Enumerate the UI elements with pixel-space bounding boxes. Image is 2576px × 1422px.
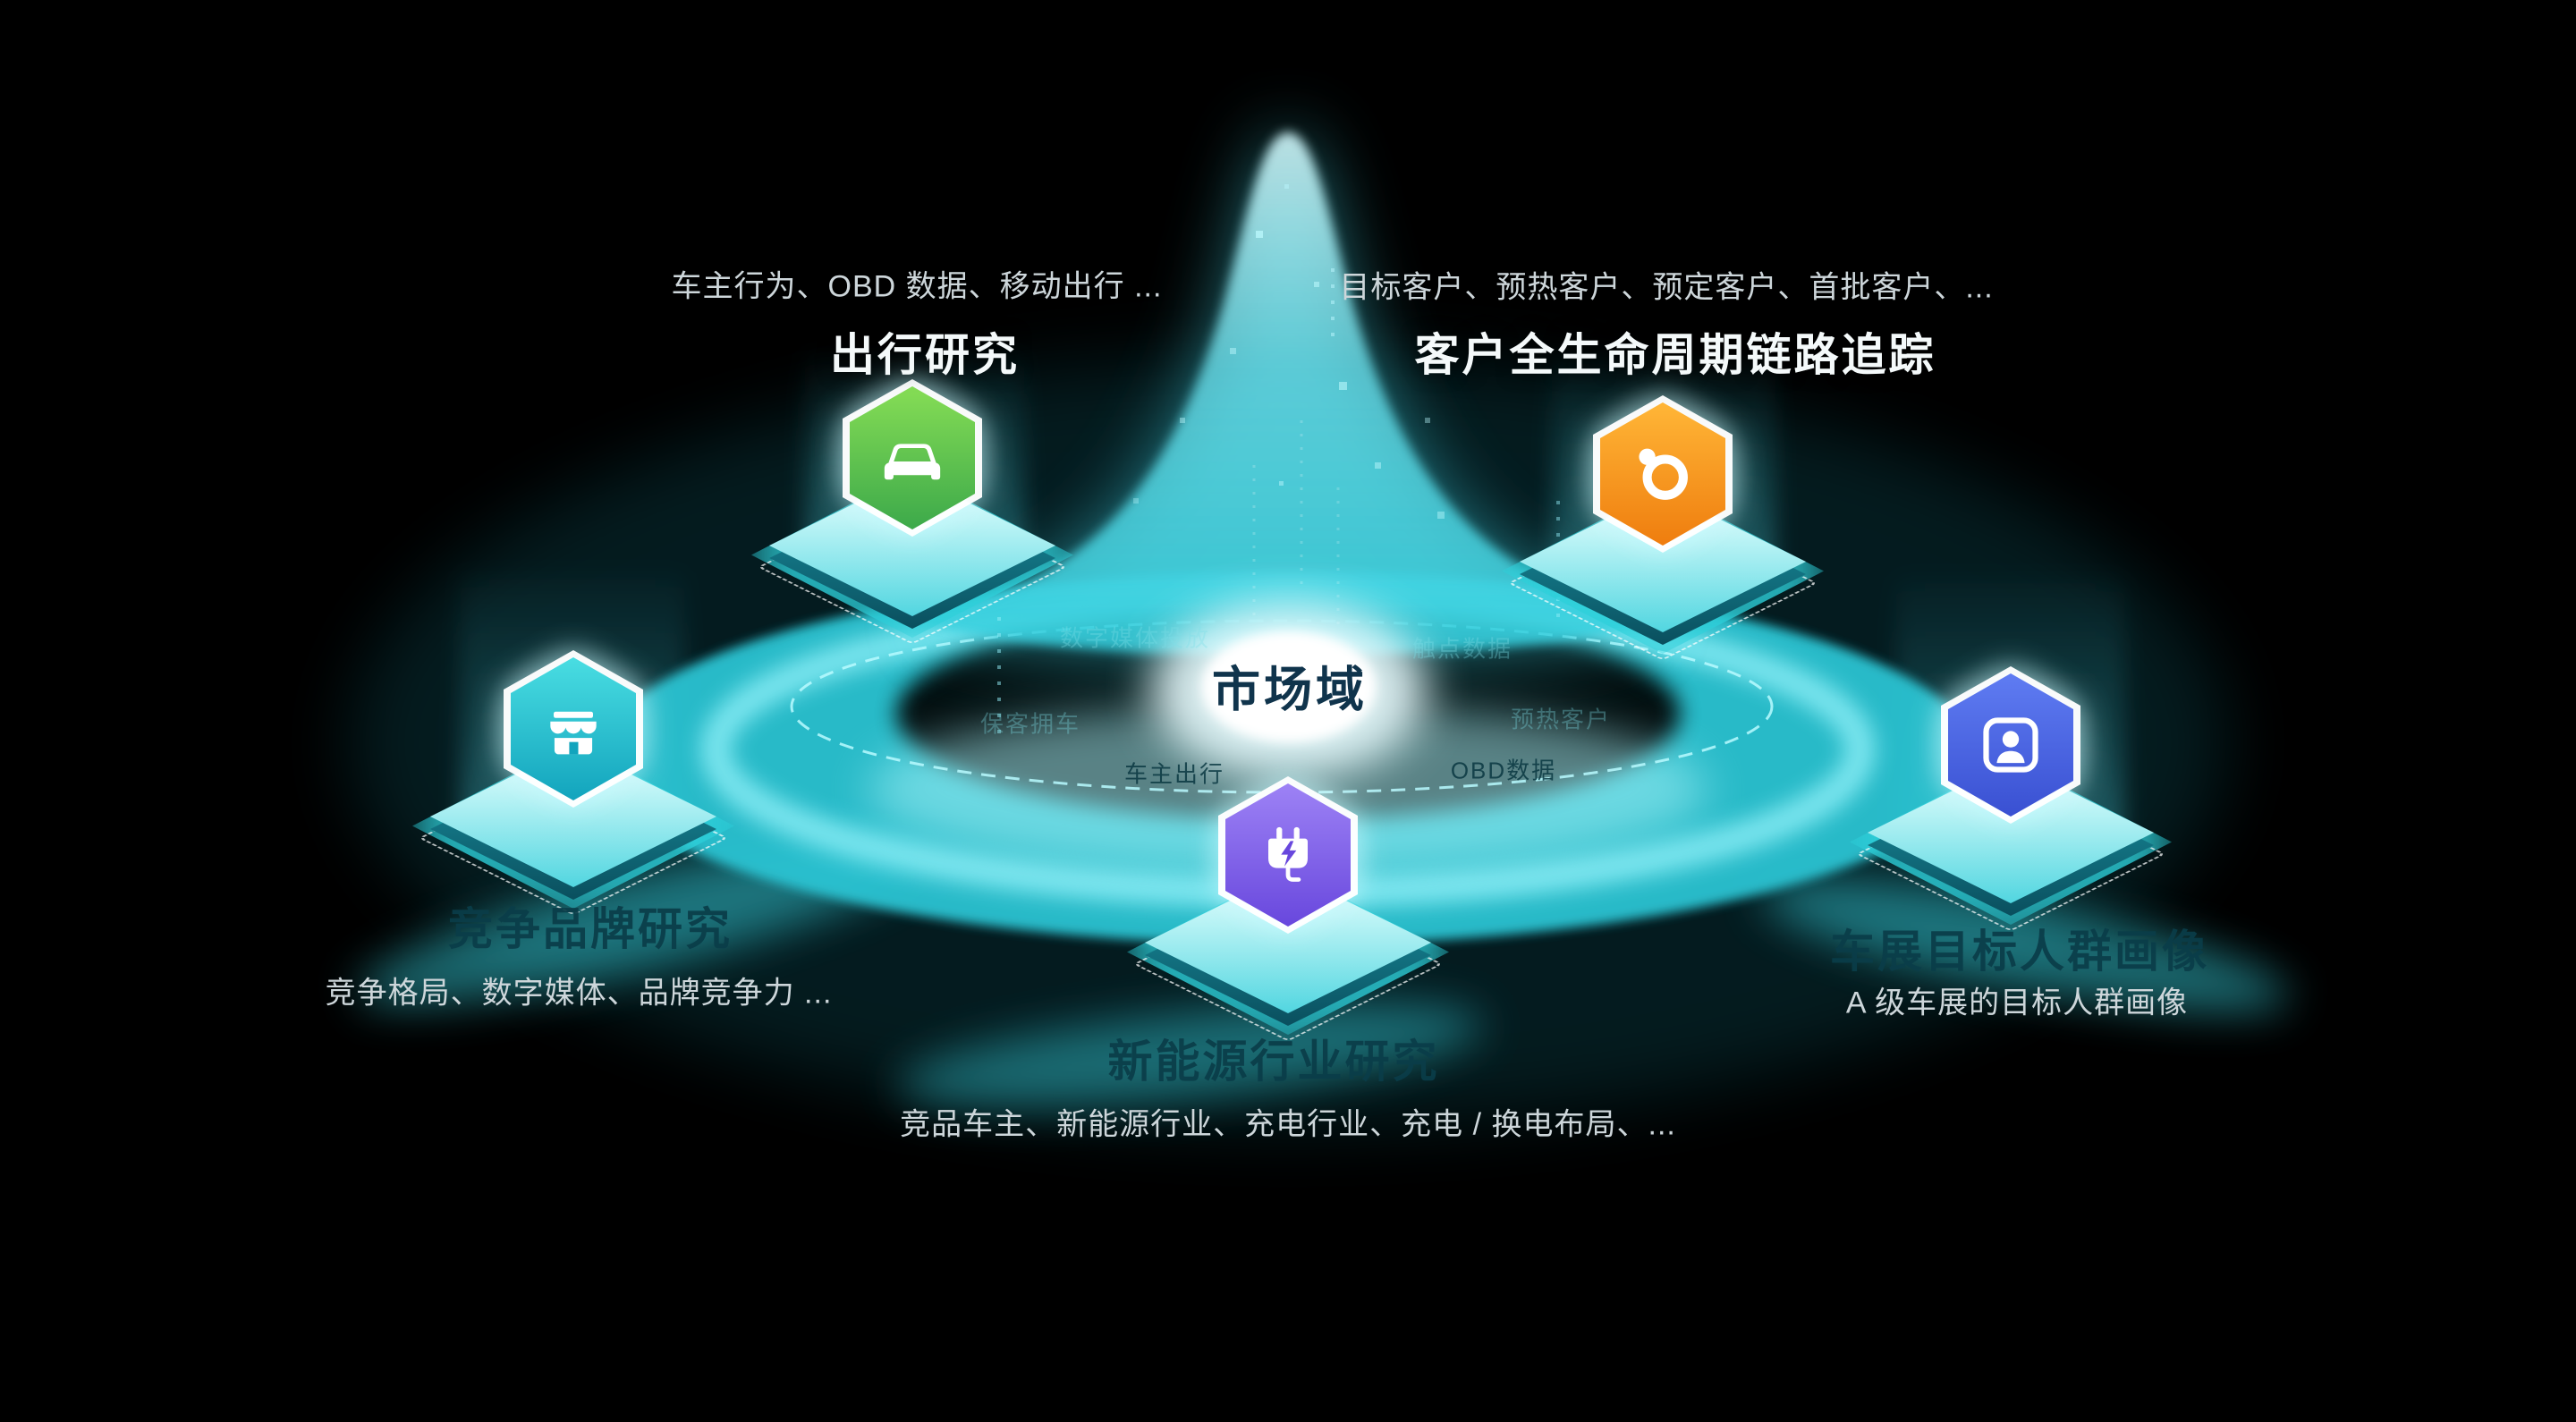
lifecycle-orbit-icon: [1639, 448, 1688, 500]
charging-plug-icon: [1268, 826, 1308, 882]
node-audience-profile: [1841, 642, 2181, 932]
watermark-touchpoint-data: 触点数据: [1411, 635, 1513, 663]
watermark-obd-data: OBD数据: [1450, 757, 1557, 784]
brand-competition-heading: 竞争品牌研究: [448, 904, 733, 954]
hex-badge-travel: [843, 379, 982, 537]
car-icon: [884, 444, 941, 480]
storefront-icon: [550, 711, 597, 755]
hex-badge-lifecycle: [1593, 395, 1733, 553]
hex-badge-energy: [1218, 776, 1358, 934]
node-customer-lifecycle: [1493, 371, 1833, 661]
node-brand-competition: [403, 626, 743, 916]
hex-badge-brand: [504, 650, 643, 808]
customer-lifecycle-heading: 客户全生命周期链路追踪: [1414, 330, 1936, 380]
new-energy-heading: 新能源行业研究: [1107, 1037, 1440, 1087]
travel-research-heading: 出行研究: [830, 330, 1020, 380]
watermark-warm-customers: 预热客户: [1510, 706, 1612, 733]
brand-competition-desc: 竞争格局、数字媒体、品牌竞争力 ...: [325, 976, 833, 1011]
node-new-energy: [1118, 752, 1458, 1042]
watermark-digital-media: 数字媒体投放: [1059, 624, 1211, 652]
audience-profile-heading: 车展目标人群画像: [1830, 927, 2209, 977]
hex-badge-audience: [1941, 666, 2080, 824]
center-market-domain-label: 市场域: [1212, 663, 1368, 717]
watermark-retained-owners: 保客拥车: [979, 710, 1081, 738]
travel-research-desc: 车主行为、OBD 数据、移动出行 ...: [671, 269, 1163, 304]
node-travel-research: [742, 355, 1082, 645]
audience-profile-desc: A 级车展的目标人群画像: [1845, 986, 2189, 1020]
user-card-icon: [1983, 717, 2038, 773]
new-energy-desc: 竞品车主、新能源行业、充电行业、充电 / 换电布局、...: [900, 1107, 1676, 1142]
customer-lifecycle-desc: 目标客户、预热客户、预定客户、首批客户、...: [1339, 270, 1994, 305]
